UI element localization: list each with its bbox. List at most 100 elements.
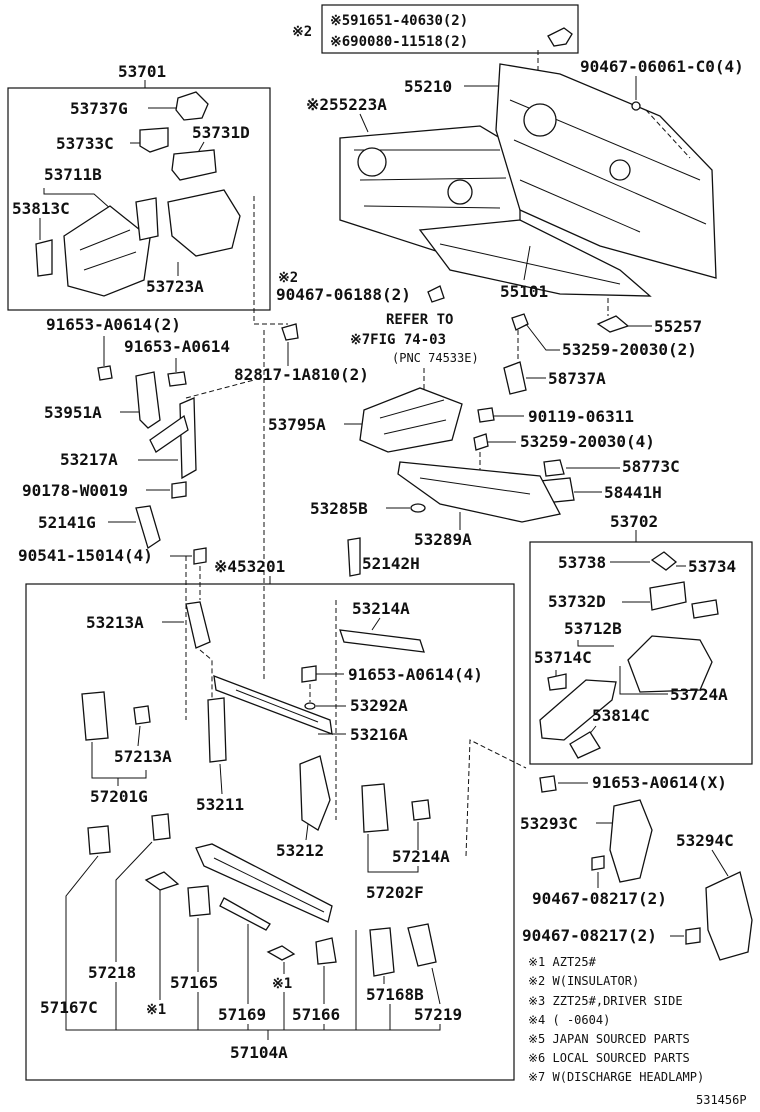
label-57202F: 57202F — [366, 883, 424, 902]
note-1: ※1 AZT25# — [528, 955, 597, 969]
part-53731D — [171, 149, 217, 181]
label-58773C: 58773C — [622, 457, 680, 476]
label-57166: 57166 — [292, 1005, 340, 1024]
label-55257: 55257 — [654, 317, 702, 336]
label-90119: 90119-06311 — [528, 407, 634, 426]
part-53293C — [609, 799, 653, 883]
label-53714C: 53714C — [534, 648, 592, 667]
label-57213A: 57213A — [114, 747, 172, 766]
part-53213A — [185, 601, 211, 649]
part-57104A-crossmember — [195, 843, 333, 923]
label-53701: 53701 — [118, 62, 166, 81]
part-57169 — [219, 897, 271, 931]
label-53951A: 53951A — [44, 403, 102, 422]
label-53723A: 53723A — [146, 277, 204, 296]
clip-82817-icon — [281, 323, 299, 341]
label-90467-08217-a: 90467-08217(2) — [532, 889, 667, 908]
label-91653-A0614-X: 91653-A0614(X) — [592, 773, 727, 792]
label-90467-08217-b: 90467-08217(2) — [522, 926, 657, 945]
label-53795A: 53795A — [268, 415, 326, 434]
clip-90467-06188-icon — [427, 285, 445, 303]
label-53213A: 53213A — [86, 613, 144, 632]
part-57201G-bracket — [81, 691, 109, 741]
part-57168B — [369, 927, 395, 977]
clip-53259-20030-2-icon — [511, 313, 529, 331]
label-57104A: 57104A — [230, 1043, 288, 1062]
part-53724A — [627, 635, 713, 693]
note-2: ※2 W(INSULATOR) — [528, 974, 639, 988]
note-3: ※3 ZZT25#,DRIVER SIDE — [528, 994, 683, 1008]
part-55210-dash-panel — [495, 63, 717, 279]
part-53723A-bracket — [135, 197, 159, 241]
part-53737G — [175, 91, 209, 121]
group-box-53702 — [529, 541, 753, 765]
part-53814C — [569, 731, 601, 759]
label-mark1-b: ※1 — [146, 1002, 166, 1018]
label-53813C: 53813C — [12, 199, 70, 218]
label-91653-A0614-2: 91653-A0614(2) — [46, 315, 181, 334]
label-90178: 90178-W0019 — [22, 481, 128, 500]
part-53712B — [539, 679, 617, 741]
label-57201G: 57201G — [90, 787, 148, 806]
part-53214A — [339, 629, 425, 653]
label-53711B: 53711B — [44, 165, 102, 184]
part-mark1-small — [266, 945, 296, 961]
label-53294C: 53294C — [676, 831, 734, 850]
label-53285B: 53285B — [310, 499, 368, 518]
part-53292A — [304, 702, 316, 710]
part-55101-insulator — [418, 219, 652, 297]
label-53212: 53212 — [276, 841, 324, 860]
part-53217A — [149, 397, 197, 480]
label-57218: 57218 — [88, 963, 136, 982]
label-53814C: 53814C — [592, 706, 650, 725]
bolt-90467-08217-b-icon — [685, 927, 701, 945]
label-52141G: 52141G — [38, 513, 96, 532]
part-57165 — [187, 885, 211, 917]
bolt-91653-A0614-4-icon — [301, 665, 317, 683]
part-57167C-bracket — [87, 825, 111, 855]
label-53724A: 53724A — [670, 685, 728, 704]
label-53201: ※453201 — [214, 557, 285, 576]
part-53795A — [359, 387, 463, 453]
bolt-91653-A0614-X-icon — [539, 775, 557, 793]
nut-90541-icon — [193, 547, 207, 565]
label-53734: 53734 — [688, 557, 736, 576]
label-90467-06188-mark: ※2 — [278, 270, 298, 286]
part-53723A — [167, 189, 241, 257]
part-53813C — [35, 239, 53, 277]
label-53289A: 53289A — [414, 530, 472, 549]
header-box — [321, 4, 579, 54]
label-53738: 53738 — [558, 553, 606, 572]
label-57168B: 57168B — [366, 985, 424, 1004]
part-58737A — [503, 361, 527, 395]
part-53711B — [63, 205, 151, 297]
part-52142H — [347, 537, 361, 577]
bolt-91653-A0614-2-icon — [97, 365, 113, 381]
part-58773C — [543, 459, 565, 477]
group-box-53201 — [25, 583, 515, 1081]
label-57219: 57219 — [414, 1005, 462, 1024]
part-55257 — [596, 315, 630, 333]
part-53732D — [649, 581, 687, 611]
label-mark1-a: ※1 — [272, 976, 292, 992]
note-5: ※5 JAPAN SOURCED PARTS — [528, 1032, 690, 1046]
label-53732D: 53732D — [548, 592, 606, 611]
label-90467-06061: 90467-06061-C0(4) — [580, 57, 744, 76]
part-53734 — [691, 599, 719, 619]
bolt-90119-icon — [477, 407, 495, 423]
part-53289A-undercover — [397, 461, 561, 523]
part-53211 — [207, 697, 227, 763]
label-53702: 53702 — [610, 512, 658, 531]
label-53712B: 53712B — [564, 619, 622, 638]
bolt-90178-icon — [171, 481, 187, 499]
part-53212 — [299, 755, 331, 831]
label-58441H: 58441H — [604, 483, 662, 502]
label-91653-A0614-4: 91653-A0614(4) — [348, 665, 483, 684]
label-57214A: 57214A — [392, 847, 450, 866]
label-53737G: 53737G — [70, 99, 128, 118]
label-90467-06188: 90467-06188(2) — [276, 285, 411, 304]
part-57218-bracket — [151, 813, 171, 841]
label-53216A: 53216A — [350, 725, 408, 744]
bolt-91653-A0614-icon — [167, 371, 187, 387]
label-57167C: 57167C — [40, 998, 98, 1017]
